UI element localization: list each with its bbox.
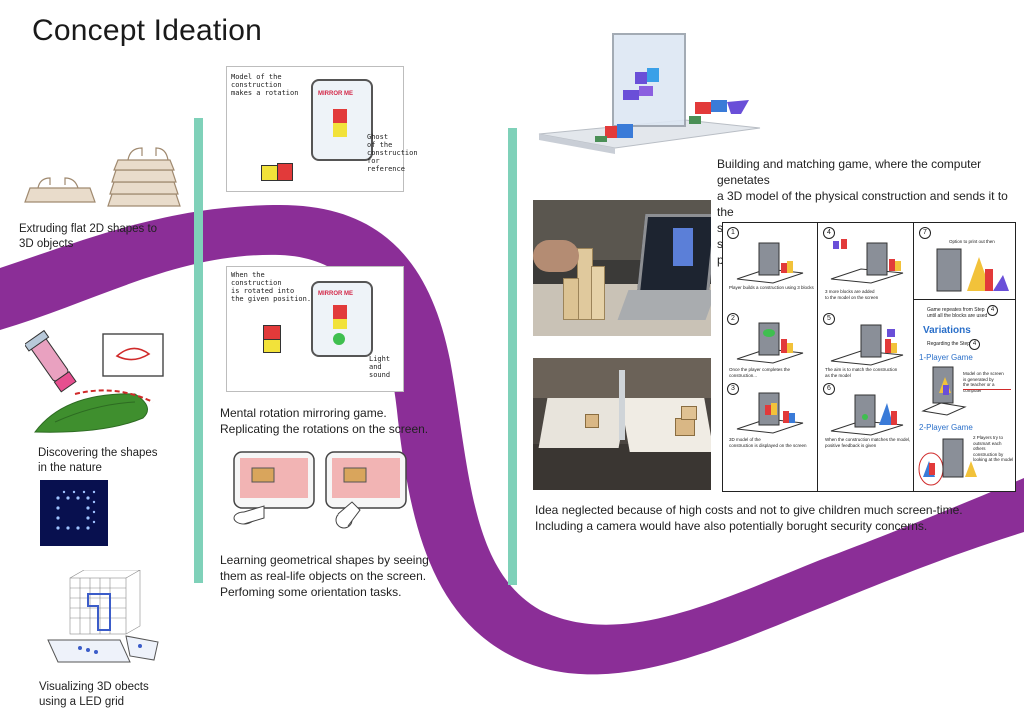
sketch-2-check-icon [333, 333, 345, 345]
step-5-illustration [830, 324, 904, 366]
caption-extruding: Extruding flat 2D shapes to 3D objects [19, 223, 158, 250]
nature-shapes-sketch [25, 329, 164, 433]
step-4-illustration [830, 239, 904, 284]
step-6-illustration [830, 394, 904, 436]
teal-divider-left [194, 118, 203, 583]
mirror-sketch-2: When the construction is rotated into th… [226, 266, 404, 392]
sketch-2-note-side: Light and sound [369, 355, 391, 379]
step-2-illustration [736, 322, 804, 364]
regarding-step-number: 4 [969, 339, 980, 350]
sketch-2-note-top: When the construction is rotated into th… [231, 271, 320, 303]
regarding-step-label: Regarding the Step [927, 341, 971, 347]
step-2-text: Once the player completes the constructi… [729, 367, 791, 378]
one-player-note: Model on the screen is generated by the … [963, 371, 1004, 393]
sketch-1-yellow-block [333, 123, 347, 137]
matching-game-render [538, 33, 761, 154]
step-5-number: 5 [823, 313, 835, 325]
step-6-text: When the construction matches the model,… [825, 437, 911, 448]
storyboard-panel: 1 Player builds a construction using 3 b… [722, 222, 1016, 492]
step-4-text: 3 more blocks are added to the model on … [825, 289, 879, 300]
sketch-2-screen-label: MIRROR ME [318, 291, 353, 297]
sketch-1-note-top: Model of the construction makes a rotati… [231, 73, 299, 97]
sketch-2-red-block [333, 305, 347, 319]
caption-led-grid: Visualizing 3D obects using a LED grid [39, 681, 149, 708]
step-7-number: 7 [919, 227, 931, 239]
sketch-1-red-block [333, 109, 347, 123]
one-player-illustration [921, 366, 967, 416]
sketch-1-physical-red [277, 163, 293, 181]
sketch-2-yellow-block [333, 319, 347, 329]
caption-mirroring-game: Mental rotation mirroring game. Replicat… [220, 406, 429, 436]
camera-prototype-photo [533, 200, 711, 336]
led-grid-sketch [47, 570, 159, 663]
mirror-sketch-1: Model of the construction makes a rotati… [226, 66, 418, 192]
sketch-2-tablet: MIRROR ME [311, 281, 373, 357]
variations-title: Variations [923, 325, 971, 336]
caption-nature: Discovering the shapes in the nature [38, 447, 158, 474]
repeat-note: Game repeates from Step until all the bl… [927, 307, 988, 319]
two-player-illustration [918, 438, 977, 486]
geometry-screens-sketch [233, 451, 407, 529]
page-title: Concept Ideation [32, 14, 263, 47]
sketch-2-physical-yellow [263, 339, 281, 353]
step-7-illustration [936, 248, 1009, 292]
sketch-1-screen-label: MIRROR ME [318, 91, 353, 97]
step-3-number: 3 [727, 383, 739, 395]
step-3-text: 3D model of the construction is displaye… [729, 437, 807, 448]
caption-idea-neglected: Idea neglected because of high costs and… [535, 503, 963, 533]
step-6-number: 6 [823, 383, 835, 395]
repeat-step-number: 4 [987, 305, 998, 316]
physical-prototype-photo [533, 358, 711, 490]
step-1-text: Player builds a construction using 3 blo… [729, 285, 814, 290]
one-player-underline [963, 389, 1011, 390]
two-player-title: 2-Player Game [919, 423, 973, 432]
one-player-title: 1-Player Game [919, 353, 973, 362]
step-4-number: 4 [823, 227, 835, 239]
caption-geometry-learning: Learning geometrical shapes by seeing th… [220, 553, 429, 599]
sketch-1-tablet: MIRROR ME [311, 79, 373, 161]
led-cube-photo [40, 480, 108, 546]
step-2-number: 2 [727, 313, 739, 325]
teal-divider-right [508, 128, 517, 585]
step-1-number: 1 [727, 227, 739, 239]
sketch-1-note-side: Ghost of the construction for reference [367, 133, 418, 173]
extrusion-sketch [24, 147, 181, 207]
step-3-illustration [736, 392, 804, 434]
step-1-illustration [736, 242, 804, 284]
step-7-text: Option to print out then [949, 239, 995, 244]
step-5-text: The aim is to match the construction as … [825, 367, 898, 378]
two-player-note: 2 Players try to outsmart each others co… [973, 435, 1014, 462]
